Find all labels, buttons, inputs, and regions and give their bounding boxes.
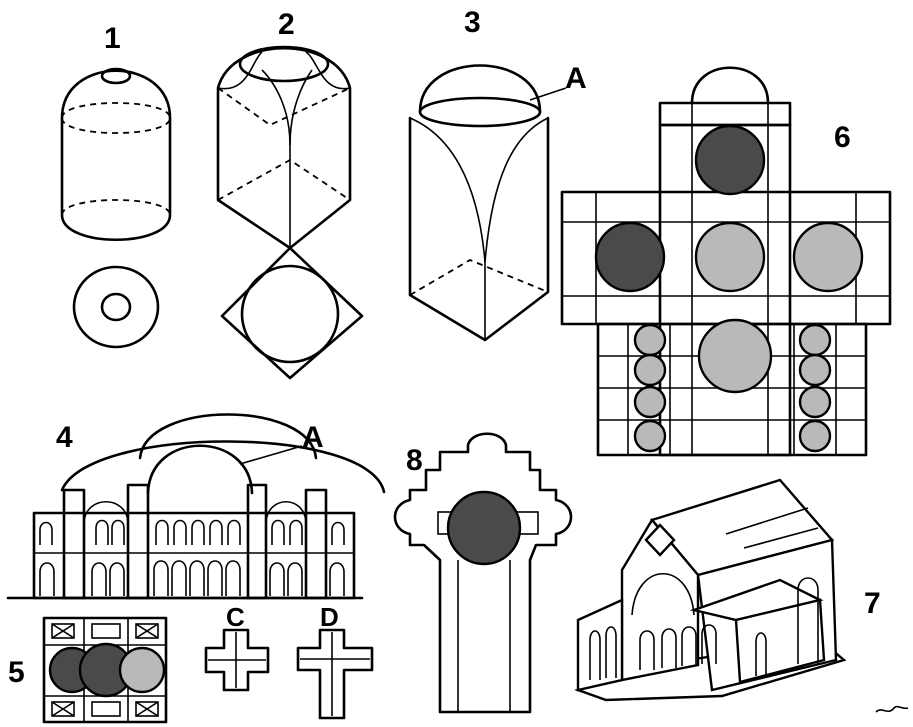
- figure-6-cross-plan-domes: 6: [560, 66, 892, 457]
- figure-4-number: 4: [56, 421, 73, 454]
- figure-1-cylindrical-dome: 1: [60, 22, 172, 349]
- figure-2-number: 2: [278, 8, 295, 41]
- figure-7-arcade: [589, 577, 819, 680]
- figure-5-d-label: D: [320, 602, 339, 632]
- figure-8-cross-plan: 8: [393, 432, 573, 714]
- figure-7-number: 7: [864, 587, 881, 620]
- figure-3-point-a: A: [565, 62, 587, 95]
- figure-5-c-label: C: [226, 602, 245, 632]
- figure-4-arcade: [39, 519, 345, 596]
- figure-8-number: 8: [406, 444, 423, 477]
- figure-3-dome-on-square-base: A 3: [408, 6, 587, 342]
- figure-4-point-a: A: [302, 421, 324, 454]
- figure-6-number: 6: [834, 121, 851, 154]
- figure-5-plan-grid: 5: [8, 616, 168, 724]
- figure-5-number: 5: [8, 656, 25, 689]
- figure-5-cross-c: C: [204, 602, 270, 692]
- figure-2-dome-on-pendentives: 2: [216, 8, 364, 380]
- figure-7-basilica-perspective: 7: [574, 478, 881, 702]
- figure-1-number: 1: [104, 22, 121, 55]
- figure-5-cross-d: D: [296, 602, 374, 720]
- signature-mark: [875, 705, 909, 713]
- figure-3-number: 3: [464, 6, 481, 39]
- figure-4-domed-elevation: A 4: [6, 413, 386, 600]
